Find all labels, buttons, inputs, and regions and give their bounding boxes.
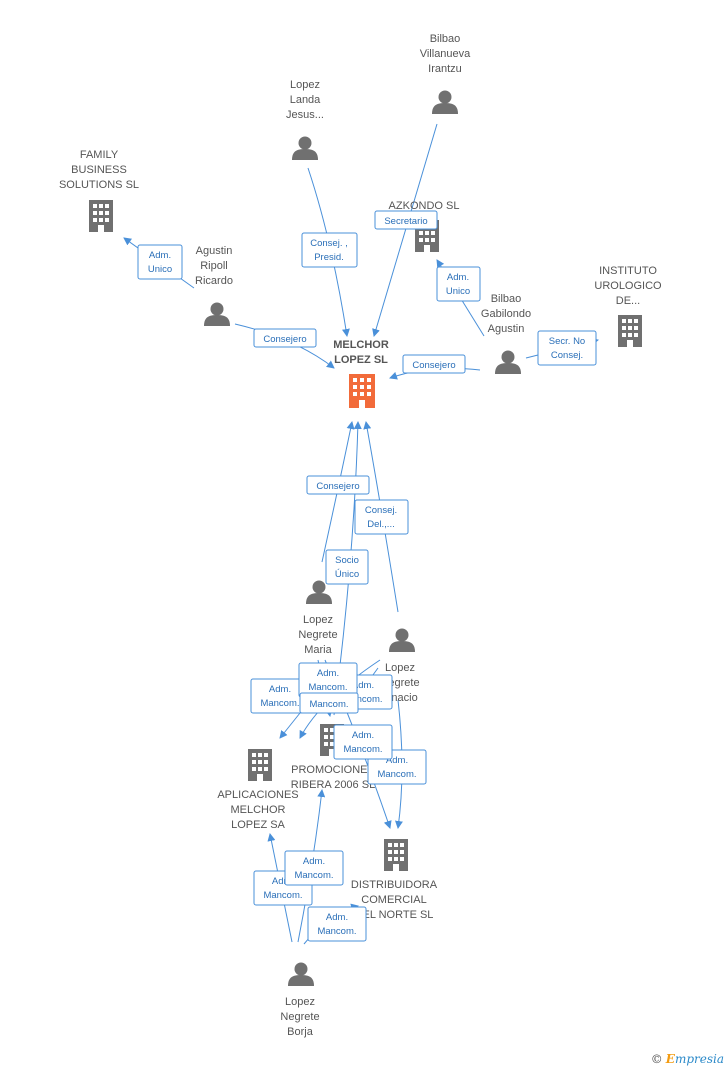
svg-text:Consej.Del.,...: Consej.Del.,... [365,505,397,530]
relation-consejero-gabilondo[interactable]: Consejero [402,354,466,374]
svg-text:Adm.Unico: Adm.Unico [446,272,470,297]
person-icon [204,302,230,326]
person-icon [288,962,314,986]
relation-adm-mancom-1[interactable]: Adm.Mancom. [250,678,310,714]
company-label: AZKONDO SL [389,200,460,212]
edge-villanueva-azkondo [372,123,438,337]
svg-text:Adm.Mancom.: Adm.Mancom. [343,730,382,755]
svg-text:Consejero: Consejero [412,360,455,371]
svg-text:Secretario: Secretario [384,216,427,227]
relation-secretario[interactable]: Secretario [374,210,438,230]
building-icon [618,315,642,347]
svg-text:Consejero: Consejero [263,334,306,345]
person-icon [389,628,415,652]
svg-text:Adm.Unico: Adm.Unico [148,250,172,275]
relation-adm-mancom-8[interactable]: Adm.Mancom. [307,906,367,942]
svg-text:Consej. ,Presid.: Consej. ,Presid. [310,238,348,263]
relation-consej-del[interactable]: Consej.Del.,... [354,499,409,535]
svg-text:Mancom.: Mancom. [309,699,348,710]
relation-consej-presid[interactable]: Consej. ,Presid. [301,232,358,268]
person-icon [432,90,458,114]
svg-text:Consejero: Consejero [316,481,359,492]
svg-text:Adm.Mancom.: Adm.Mancom. [263,876,302,901]
building-icon [384,839,408,871]
relation-adm-mancom-3[interactable]: Adm.Mancom. [298,662,358,698]
logo-text: mpresia [674,1052,724,1066]
svg-text:Adm.Mancom.: Adm.Mancom. [317,912,356,937]
building-icon [89,200,113,232]
relation-consejero-ripoll[interactable]: Consejero [253,328,317,348]
svg-text:Adm.Mancom.: Adm.Mancom. [343,680,382,705]
svg-text:Adm.Mancom.: Adm.Mancom. [308,668,347,693]
svg-text:Adm.Mancom.: Adm.Mancom. [377,755,416,780]
company-azkondo[interactable]: AZKONDO SL [389,200,460,252]
building-icon [248,749,272,781]
relation-adm-unico-azkondo[interactable]: Adm.Unico [436,266,481,302]
copyright-mark: © [650,1052,663,1066]
relation-labels: Adm.Unico Consej. ,Presid. Secretario Ad… [137,210,597,942]
svg-text:Adm.Mancom.: Adm.Mancom. [260,684,299,709]
logo-e: E [665,1052,675,1066]
relation-adm-mancom-7[interactable]: Adm.Mancom. [284,850,344,886]
person-icon [495,350,521,374]
empresia-logo: ©Empresia [651,1052,724,1066]
person-icon [292,136,318,160]
svg-text:Adm.Mancom.: Adm.Mancom. [294,856,333,881]
main-building-icon [349,374,375,408]
relation-adm-unico-family[interactable]: Adm.Unico [137,244,183,280]
relation-consejero-maria[interactable]: Consejero [306,475,370,495]
relation-adm-mancom-5[interactable]: Adm.Mancom. [333,724,393,760]
relation-adm-mancom-9[interactable]: Mancom. [299,692,359,714]
